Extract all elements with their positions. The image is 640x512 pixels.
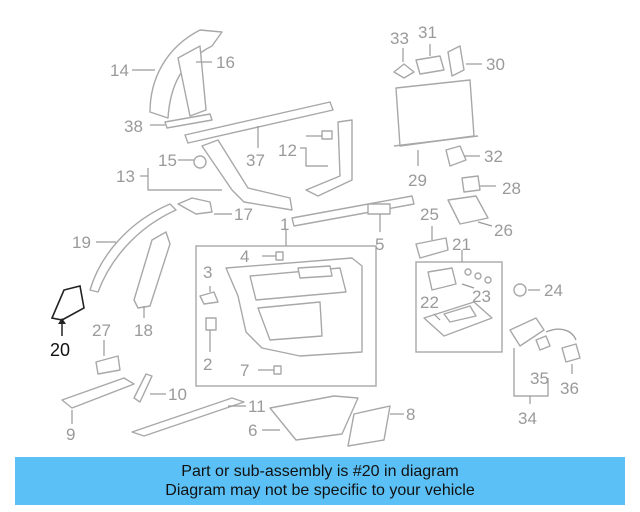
label-part-26: 26: [494, 221, 513, 240]
label-part-13: 13: [116, 167, 135, 186]
part-5-shape: [291, 195, 415, 227]
parts-diagram: 1 2 3 4 5 6 7 8 9 10 11 12 13 14 15 16 1…: [50, 23, 581, 447]
part-34-shape: [509, 317, 545, 347]
part-7-shape: [273, 365, 282, 375]
label-part-21: 21: [452, 235, 471, 254]
banner-line-part-info: Part or sub-assembly is #20 in diagram: [181, 463, 459, 480]
label-part-37: 37: [246, 151, 265, 170]
label-part-23: 23: [472, 287, 491, 306]
label-part-20-highlighted: 20: [50, 340, 70, 360]
label-part-8: 8: [406, 405, 415, 424]
part-2-shape: [205, 317, 217, 331]
label-part-14: 14: [110, 61, 129, 80]
part-6-shape: [269, 395, 359, 441]
part-18-shape: [133, 231, 171, 309]
part-8-shape: [347, 405, 391, 447]
part-9-shape: [61, 377, 135, 409]
part-14-shape: [149, 29, 223, 119]
label-part-2: 2: [203, 355, 212, 374]
label-part-33: 33: [390, 29, 409, 48]
label-part-17: 17: [234, 205, 253, 224]
label-part-24: 24: [544, 281, 563, 300]
label-part-16: 16: [216, 53, 235, 72]
label-part-28: 28: [502, 179, 521, 198]
part-17-shape: [177, 197, 213, 215]
label-part-29: 29: [408, 171, 427, 190]
label-part-18: 18: [134, 321, 153, 340]
label-part-35: 35: [530, 369, 549, 388]
part-32-shape: [445, 145, 467, 167]
part-28-shape: [461, 175, 481, 193]
label-part-4: 4: [240, 247, 249, 266]
part-25-shape: [415, 237, 449, 259]
label-part-7: 7: [240, 361, 249, 380]
label-part-34: 34: [518, 409, 537, 428]
label-part-1: 1: [280, 215, 289, 234]
part-23-shape: [427, 267, 457, 291]
label-part-36: 36: [560, 379, 579, 398]
label-part-15: 15: [158, 151, 177, 170]
part-26-shape: [447, 195, 489, 225]
info-banner: Part or sub-assembly is #20 in diagram D…: [15, 457, 625, 505]
part-3-shape: [199, 291, 219, 305]
label-part-30: 30: [486, 55, 505, 74]
part-31-shape: [415, 55, 445, 75]
part-36-shape: [561, 343, 581, 363]
part-33-shape: [393, 63, 415, 79]
label-part-6: 6: [248, 421, 257, 440]
part-13-shape: [201, 139, 293, 211]
label-part-12: 12: [278, 141, 297, 160]
part-37-shape: [184, 101, 334, 144]
part-19-shape: [89, 203, 177, 293]
part-30-shape: [447, 45, 465, 77]
part-21-box: [415, 261, 503, 353]
part-24-shape: [513, 283, 527, 297]
label-part-27: 27: [92, 321, 111, 340]
label-part-22: 22: [420, 293, 439, 312]
label-part-3: 3: [203, 263, 212, 282]
part-15-shape: [193, 155, 207, 169]
part-11-shape: [131, 397, 245, 437]
part-27-shape: [95, 355, 121, 375]
label-part-11: 11: [248, 397, 266, 416]
part-38-shape: [164, 113, 213, 129]
label-part-9: 9: [66, 425, 75, 444]
label-part-25: 25: [420, 205, 439, 224]
part-4-shape: [275, 251, 284, 261]
label-part-31: 31: [418, 23, 437, 42]
label-part-19: 19: [72, 233, 91, 252]
banner-line-disclaimer: Diagram may not be specific to your vehi…: [165, 482, 475, 499]
part-10-shape: [133, 373, 153, 403]
label-part-10: 10: [168, 385, 187, 404]
label-part-32: 32: [484, 147, 503, 166]
part-35-shape: [535, 335, 551, 351]
part-29-shape: [395, 79, 475, 147]
label-part-38: 38: [124, 117, 143, 136]
part-12-shape: [305, 119, 353, 197]
label-part-5: 5: [375, 235, 384, 254]
part-20-shape: [50, 285, 85, 321]
